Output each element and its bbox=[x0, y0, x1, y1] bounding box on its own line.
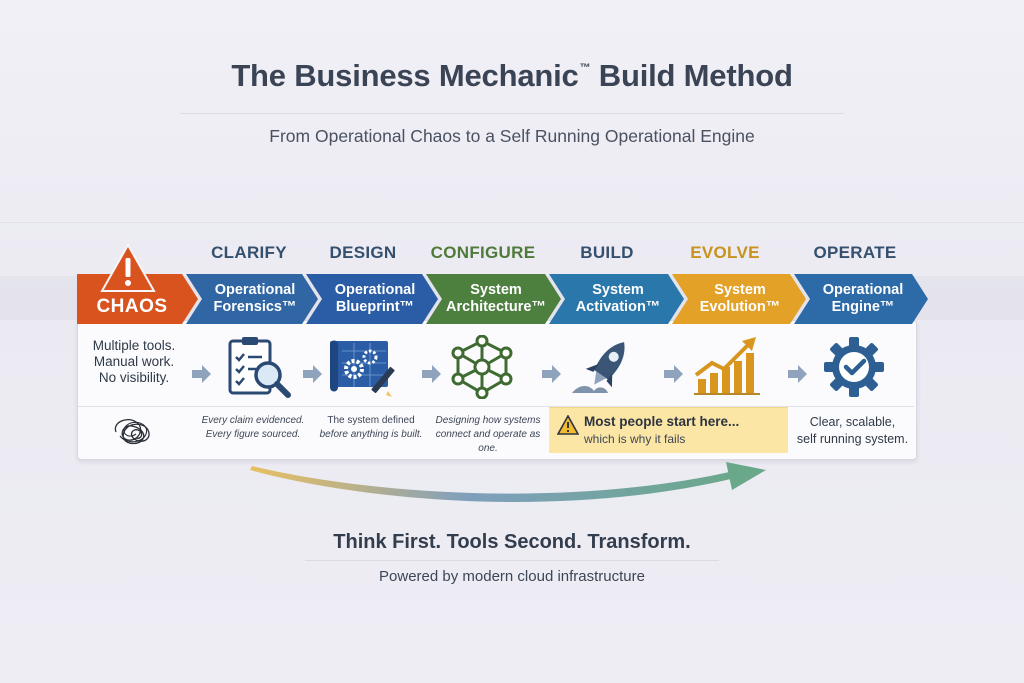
tangled-scribble-icon bbox=[114, 418, 150, 445]
page-subtitle: From Operational Chaos to a Self Running… bbox=[269, 126, 755, 146]
page-title: The Business Mechanic™ Build Method bbox=[231, 58, 793, 93]
clarify-note: Every claim evidenced.Every figure sourc… bbox=[201, 415, 305, 440]
footer-text: Powered by modern cloud infrastructure bbox=[379, 568, 645, 585]
chevron-chaos-label: CHAOS bbox=[96, 295, 168, 317]
rocket-icon bbox=[572, 342, 625, 393]
warning-icon bbox=[100, 243, 156, 292]
stage-label-operate: OPERATE bbox=[813, 243, 897, 262]
gear-check-icon bbox=[824, 337, 884, 397]
warning-highlight bbox=[549, 407, 788, 453]
stage-label-evolve: EVOLVE bbox=[690, 243, 760, 262]
network-nodes-icon bbox=[451, 335, 513, 399]
blueprint-gears-icon bbox=[330, 340, 395, 397]
title-divider bbox=[180, 113, 844, 114]
stage-label-configure: CONFIGURE bbox=[430, 243, 536, 262]
growth-chart-icon bbox=[694, 337, 760, 395]
band-line-top bbox=[0, 222, 1024, 223]
flow-arrow-1 bbox=[192, 365, 211, 383]
chaos-description: Multiple tools. Manual work. No visibili… bbox=[92, 338, 176, 385]
tagline: Think First. Tools Second. Transform. bbox=[333, 531, 691, 553]
flow-arrow-3 bbox=[422, 365, 441, 383]
clipboard-magnifier-icon bbox=[228, 337, 291, 398]
warning-main-text: Most people start here... bbox=[584, 414, 740, 429]
operate-note: Clear, scalable,self running system. bbox=[796, 415, 909, 446]
flow-arrow-2 bbox=[303, 365, 322, 383]
tagline-divider bbox=[305, 560, 719, 561]
flow-arrow-5 bbox=[664, 365, 683, 383]
flow-arrow-6 bbox=[788, 365, 807, 383]
card-divider bbox=[78, 406, 914, 407]
stage-label-clarify: CLARIFY bbox=[211, 243, 287, 262]
stage-label-build: BUILD bbox=[580, 243, 634, 262]
flow-arrow-4 bbox=[542, 365, 561, 383]
warning-sub-text: which is why it fails bbox=[584, 432, 686, 446]
caution-icon bbox=[557, 415, 579, 435]
stage-label-design: DESIGN bbox=[329, 243, 397, 262]
